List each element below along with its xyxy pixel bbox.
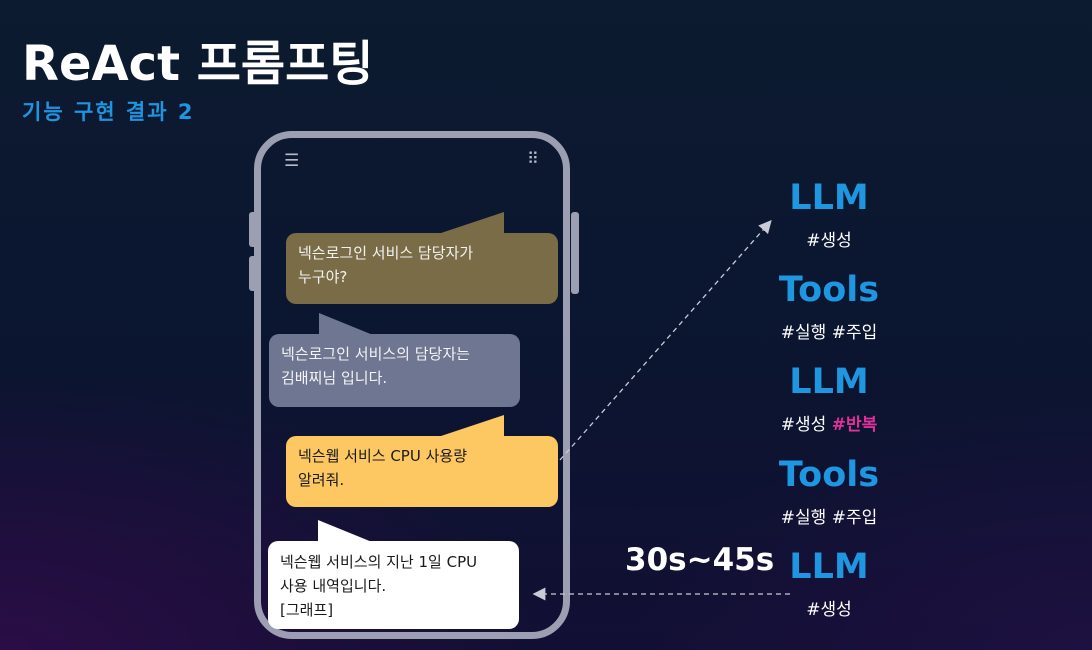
step-label-llm: LLM bbox=[789, 547, 869, 587]
step-tag-text: #생성 bbox=[780, 415, 827, 435]
message-line: 넥슨웹 서비스 CPU 사용량 bbox=[298, 447, 468, 465]
assistant-message-bubble: 넥슨로그인 서비스의 담당자는 김배찌님 입니다. bbox=[269, 334, 520, 407]
assistant-message-bubble: 넥슨웹 서비스의 지난 1일 CPU 사용 내역입니다. [그래프] bbox=[268, 541, 519, 629]
step-tag: #실행 #주입 bbox=[780, 323, 878, 343]
message-line: [그래프] bbox=[280, 601, 334, 619]
bubble-tail bbox=[438, 415, 504, 437]
step-tag: #실행 #주입 bbox=[780, 508, 878, 528]
user-message-bubble: 넥슨로그인 서비스 담당자가 누구야? bbox=[286, 233, 558, 304]
message-line: 알려줘. bbox=[298, 471, 345, 489]
phone-side-button bbox=[249, 212, 257, 247]
arrow-to-llm bbox=[559, 220, 772, 461]
bubble-tail bbox=[319, 313, 373, 335]
bubble-tail bbox=[438, 212, 504, 234]
latency-label: 30s~45s bbox=[625, 542, 775, 578]
hamburger-menu-icon[interactable]: ☰ bbox=[284, 151, 300, 171]
message-line: 넥슨웹 서비스의 지난 1일 CPU bbox=[280, 553, 478, 571]
bubble-tail bbox=[318, 520, 372, 542]
step-label-llm: LLM bbox=[789, 362, 869, 402]
slide-title: ReAct 프롬프팅 bbox=[22, 36, 374, 92]
phone-side-button bbox=[571, 212, 579, 294]
message-line: 사용 내역입니다. bbox=[280, 577, 387, 595]
step-tag: #생성 #반복 bbox=[749, 410, 909, 435]
user-message-bubble: 넥슨웹 서비스 CPU 사용량 알려줘. bbox=[286, 436, 558, 507]
step-label-tools: Tools bbox=[778, 455, 880, 495]
phone-frame bbox=[254, 131, 570, 639]
slide-subtitle: 기능 구현 결과 2 bbox=[22, 100, 195, 124]
phone-side-button bbox=[249, 256, 257, 291]
message-line: 김배찌님 입니다. bbox=[281, 369, 388, 387]
message-line: 넥슨로그인 서비스의 담당자는 bbox=[281, 345, 470, 363]
message-line: 넥슨로그인 서비스 담당자가 bbox=[298, 244, 474, 262]
step-label-tools: Tools bbox=[778, 270, 880, 310]
step-label-llm: LLM bbox=[789, 178, 869, 218]
step-tag: #생성 bbox=[806, 231, 852, 251]
step-tag-highlight: #반복 bbox=[831, 415, 878, 435]
grid-dots-icon[interactable]: ⠿ bbox=[527, 149, 539, 168]
message-line: 누구야? bbox=[298, 268, 348, 286]
step-tag: #생성 bbox=[806, 600, 852, 620]
